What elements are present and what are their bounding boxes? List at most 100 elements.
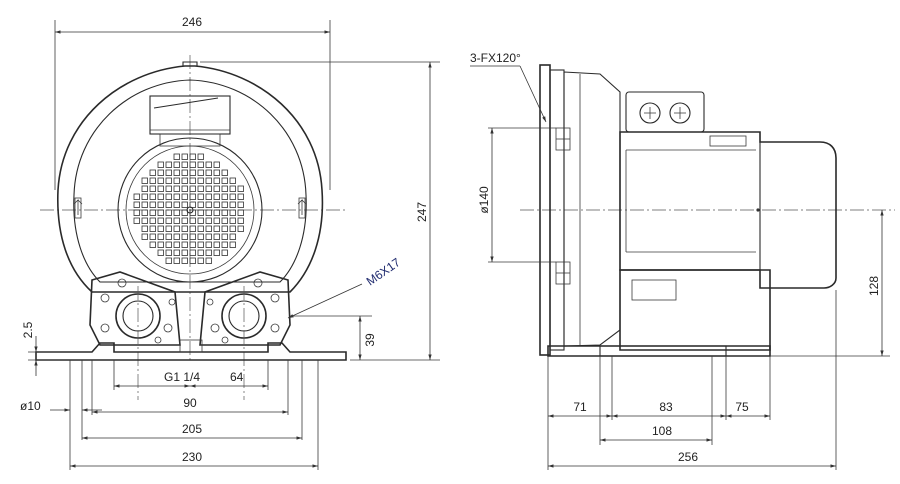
grille-slot bbox=[221, 217, 228, 224]
side-view: 3-FX120° ø140 128 71 83 75 108 256 bbox=[470, 51, 895, 470]
grille-slot bbox=[149, 177, 156, 184]
dim-top-width: 246 bbox=[182, 15, 202, 29]
grille-slot bbox=[149, 233, 156, 240]
grille-slot bbox=[205, 169, 212, 176]
grille-slot bbox=[181, 177, 188, 184]
grille-slot bbox=[133, 201, 140, 208]
screw-left-icon bbox=[639, 102, 661, 124]
grille-slot bbox=[197, 217, 204, 224]
grille-slot bbox=[173, 241, 180, 248]
front-top-nub bbox=[182, 61, 198, 66]
dim-overall-width: 230 bbox=[182, 450, 202, 464]
dim-port-thread: G1 1/4 bbox=[164, 370, 200, 384]
grille-slot bbox=[149, 241, 156, 248]
dim-inner-spacing: 90 bbox=[183, 396, 197, 410]
dim-height: 247 bbox=[415, 202, 429, 222]
grille-slot bbox=[205, 161, 212, 168]
dim-base-mid: 83 bbox=[659, 400, 673, 414]
grille-slot bbox=[221, 233, 228, 240]
grille-slot bbox=[237, 217, 244, 224]
dim-base-right: 75 bbox=[735, 400, 749, 414]
grille-slot bbox=[229, 233, 236, 240]
grille-slot bbox=[149, 225, 156, 232]
grille-slot bbox=[157, 225, 164, 232]
dim-base-thickness: 2.5 bbox=[21, 321, 35, 338]
port-flange-left bbox=[89, 271, 181, 346]
grille-slot bbox=[197, 161, 204, 168]
dim-outlet-height: 39 bbox=[363, 333, 377, 347]
grille-slot bbox=[229, 217, 236, 224]
grille-slot bbox=[189, 233, 196, 240]
grille-slot bbox=[197, 209, 204, 216]
grille-slot bbox=[173, 233, 180, 240]
grille-slot bbox=[157, 209, 164, 216]
grille-slot bbox=[237, 209, 244, 216]
grille-slot bbox=[189, 193, 196, 200]
grille-slot bbox=[229, 185, 236, 192]
grille-slot bbox=[141, 233, 148, 240]
flange-bolt-holes bbox=[100, 278, 280, 344]
grille-slot bbox=[205, 217, 212, 224]
grille-slot bbox=[181, 217, 188, 224]
grille-slot bbox=[173, 177, 180, 184]
grille-slot bbox=[133, 217, 140, 224]
grille-slot bbox=[173, 201, 180, 208]
grille-slot bbox=[149, 185, 156, 192]
grille-slot bbox=[173, 217, 180, 224]
grille-slot bbox=[165, 225, 172, 232]
grille-slot bbox=[157, 233, 164, 240]
grille-slot bbox=[197, 193, 204, 200]
fan-hub bbox=[186, 206, 194, 214]
grille-slot bbox=[165, 241, 172, 248]
grille-slot bbox=[189, 225, 196, 232]
grille-slot bbox=[181, 241, 188, 248]
grille-slot bbox=[189, 169, 196, 176]
grille-slot bbox=[133, 209, 140, 216]
grille-slot bbox=[197, 177, 204, 184]
grille-slot bbox=[189, 161, 196, 168]
grille-slot bbox=[149, 193, 156, 200]
front-base bbox=[35, 342, 347, 361]
dim-flange-thread: M6X17 bbox=[364, 255, 403, 288]
grille-slot bbox=[189, 249, 196, 256]
grille-slot bbox=[221, 249, 228, 256]
screw-right-icon bbox=[669, 102, 691, 124]
grille-slot bbox=[141, 193, 148, 200]
grille-slot bbox=[213, 241, 220, 248]
grille-slot bbox=[213, 161, 220, 168]
grille-slot bbox=[157, 201, 164, 208]
front-housing-outline bbox=[57, 65, 324, 293]
grille-slot bbox=[173, 225, 180, 232]
grille-slot bbox=[197, 249, 204, 256]
grille-slot bbox=[229, 177, 236, 184]
grille-slot bbox=[213, 177, 220, 184]
grille-slot bbox=[157, 169, 164, 176]
grille-slot bbox=[213, 233, 220, 240]
dim-hole-dia: ø10 bbox=[20, 399, 41, 413]
grille-slot bbox=[213, 185, 220, 192]
grille-slot bbox=[213, 249, 220, 256]
grille-slot bbox=[237, 193, 244, 200]
grille-slot bbox=[141, 225, 148, 232]
grille-slot bbox=[221, 209, 228, 216]
grille-slot bbox=[189, 217, 196, 224]
grille-slot bbox=[205, 201, 212, 208]
grille-slot bbox=[197, 257, 204, 264]
dim-bolt-pattern: 3-FX120° bbox=[470, 51, 521, 65]
dim-hole-spacing: 205 bbox=[182, 422, 202, 436]
grille-slot bbox=[165, 209, 172, 216]
grille-slot bbox=[165, 257, 172, 264]
grille-slot bbox=[165, 161, 172, 168]
grille-slot bbox=[189, 201, 196, 208]
grille-slot bbox=[221, 241, 228, 248]
grille-slot bbox=[157, 193, 164, 200]
grille-slot bbox=[213, 169, 220, 176]
grille-slot bbox=[197, 201, 204, 208]
grille-slot bbox=[181, 257, 188, 264]
grille-slot bbox=[173, 161, 180, 168]
grille-slot bbox=[205, 257, 212, 264]
grille-slot bbox=[141, 185, 148, 192]
grille-slot bbox=[157, 241, 164, 248]
grille-slot bbox=[165, 177, 172, 184]
grille-slot bbox=[181, 153, 188, 160]
